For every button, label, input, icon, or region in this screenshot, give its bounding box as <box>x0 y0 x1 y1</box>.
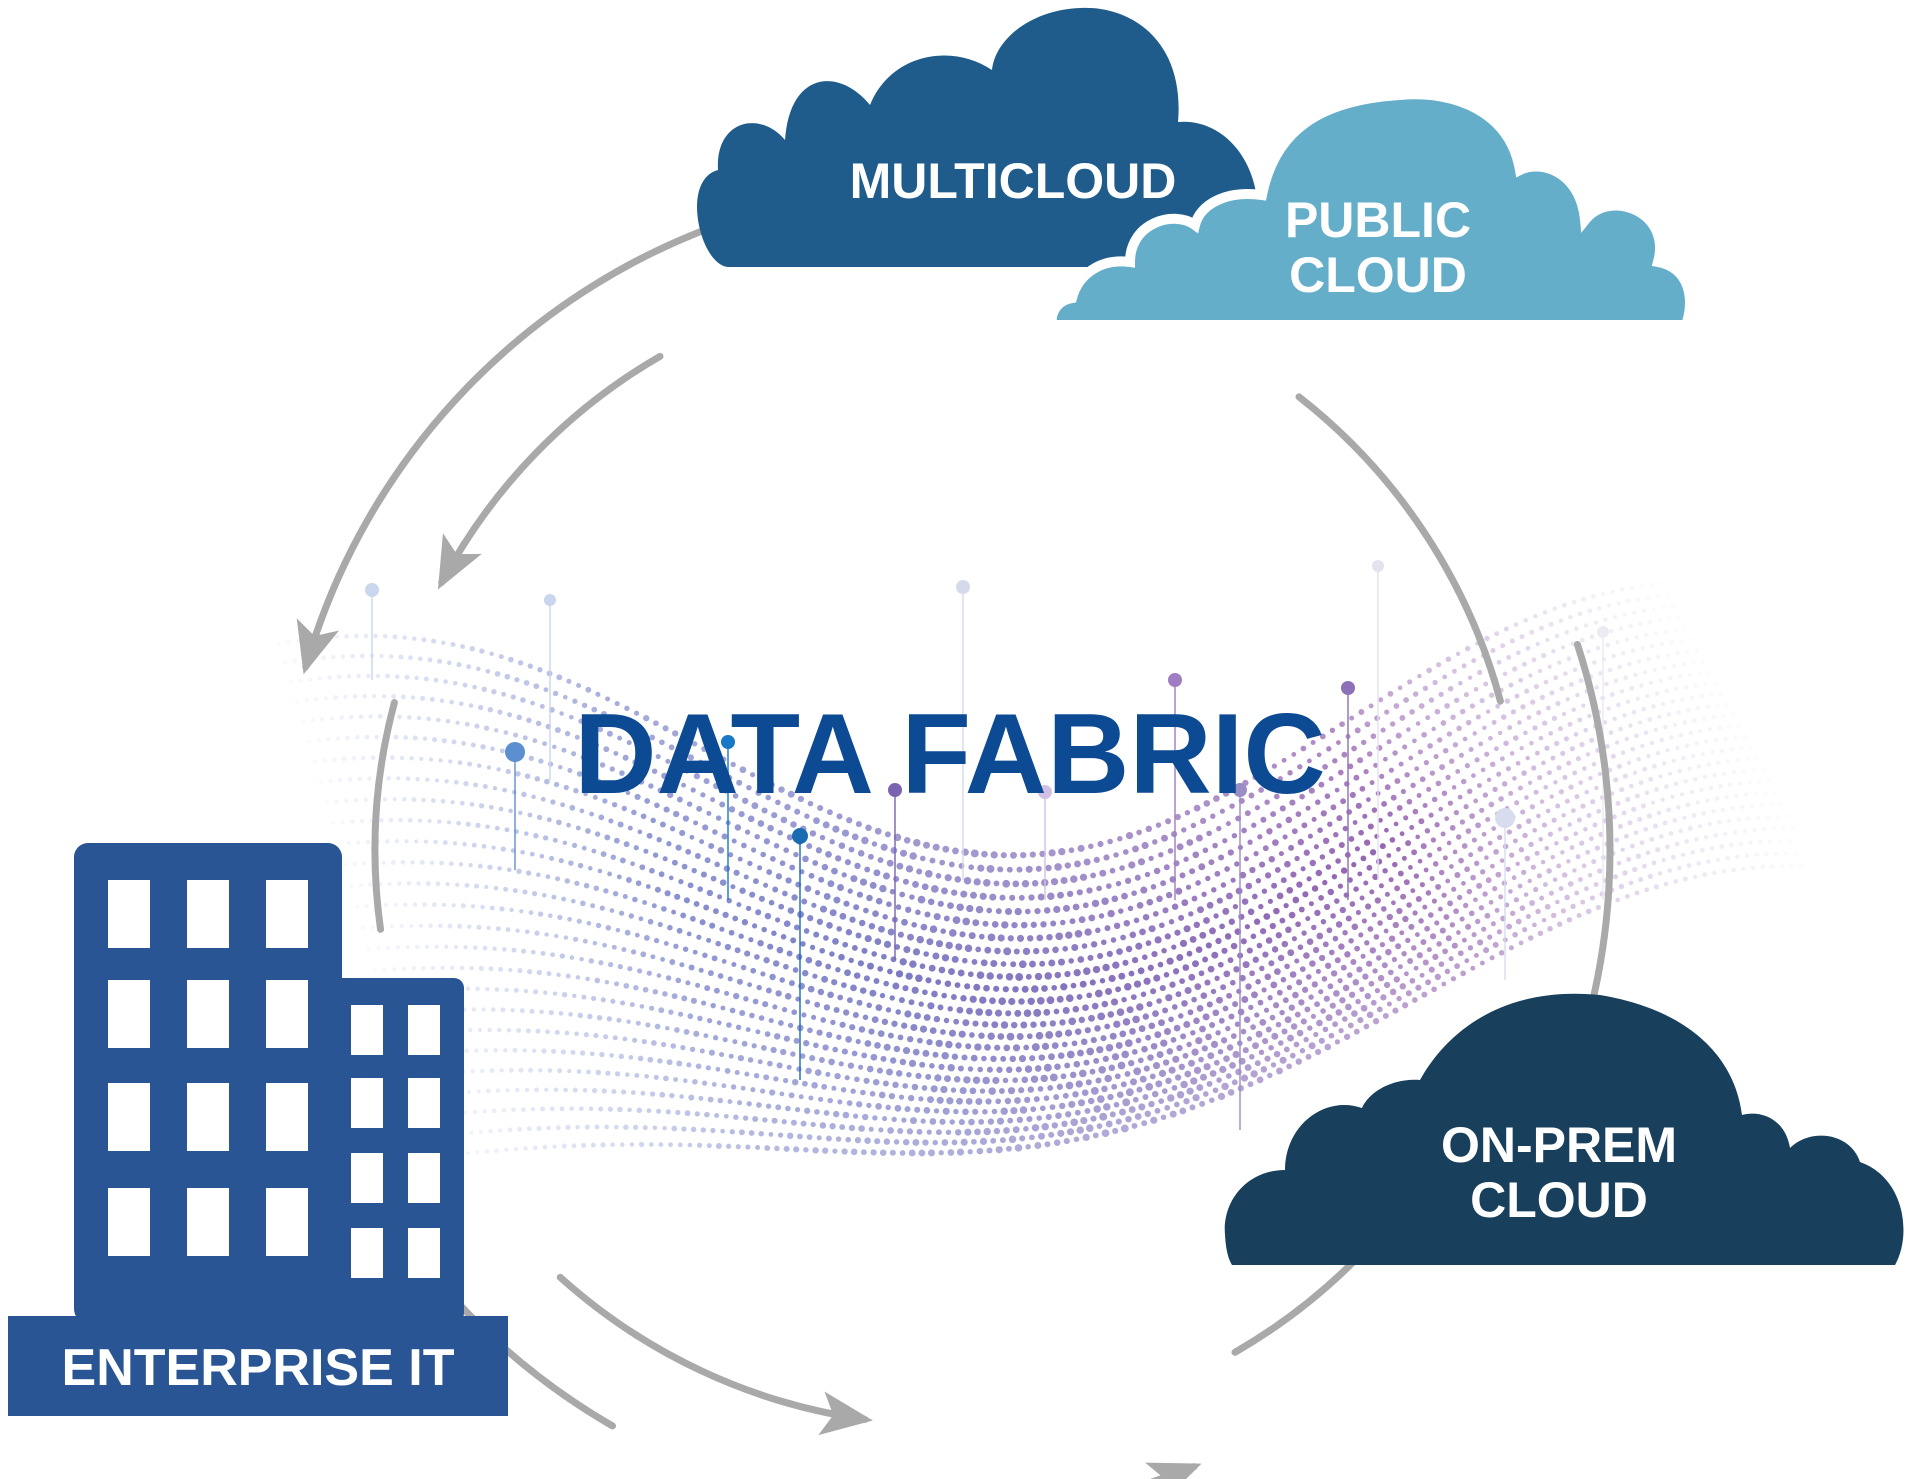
on-prem-cloud-label-line-2: CLOUD <box>1470 1172 1648 1228</box>
arrowhead-icon <box>1145 1462 1202 1479</box>
cloud-icon <box>1224 993 1904 1265</box>
cycle-arc <box>371 698 398 933</box>
on-prem-cloud-node: ON-PREM CLOUD <box>1224 993 1904 1265</box>
arrowhead-icon <box>818 1391 873 1436</box>
cloud-icon <box>1046 89 1695 330</box>
cycle-arc <box>1149 1463 1198 1479</box>
building-icon <box>74 843 464 1323</box>
on-prem-cloud-label-line-1: ON-PREM <box>1441 1117 1677 1173</box>
diagram-title: DATA FABRIC <box>574 691 1325 818</box>
enterprise-it-base <box>8 1316 508 1416</box>
cycle-arc <box>1295 393 1504 705</box>
cycle-arc <box>556 1273 869 1423</box>
cycle-arc <box>302 214 744 671</box>
particle-wave-graphic <box>277 560 1804 1159</box>
enterprise-it-node: ENTERPRISE IT <box>8 843 508 1416</box>
arrowhead-icon <box>437 533 482 590</box>
multicloud-label: MULTICLOUD <box>850 153 1177 209</box>
public-cloud-node: PUBLIC CLOUD <box>1046 89 1695 330</box>
arrowhead-icon <box>296 618 340 675</box>
enterprise-it-label: ENTERPRISE IT <box>62 1339 455 1397</box>
public-cloud-label-line-1: PUBLIC <box>1285 192 1471 248</box>
public-cloud-label-line-2: CLOUD <box>1289 247 1467 303</box>
multicloud-node: MULTICLOUD <box>697 7 1259 267</box>
cycle-arc <box>438 352 664 586</box>
cloud-icon <box>697 7 1259 267</box>
